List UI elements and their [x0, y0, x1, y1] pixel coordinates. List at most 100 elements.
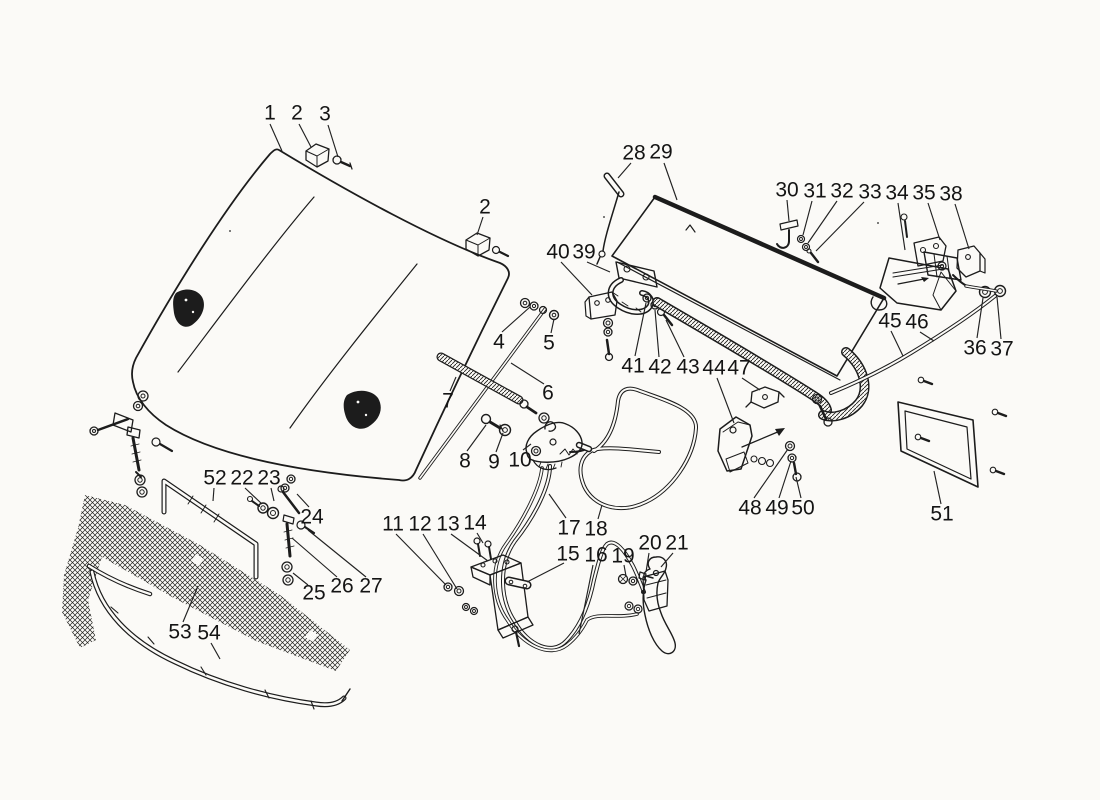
engine-lid-group	[584, 176, 1008, 488]
part-label-13: 13	[436, 513, 459, 536]
cable-route-arrow	[741, 428, 785, 448]
part-label-15: 15	[556, 543, 579, 566]
hinge-bracket-40	[584, 291, 618, 320]
leader-line-49	[778, 460, 792, 499]
leader-line-8	[466, 424, 487, 452]
bracket-bolts-14	[473, 537, 492, 560]
release-handle-21	[642, 556, 676, 655]
leader-line-51	[933, 470, 942, 505]
hood-hinge-hardware-left	[89, 390, 174, 498]
leader-line-39	[586, 261, 611, 273]
leader-line-5	[550, 318, 555, 334]
leader-line-30	[786, 199, 790, 222]
hood-bracket-screw-3	[332, 155, 353, 170]
leader-line-6	[510, 362, 545, 385]
part-label-47: 47	[727, 357, 750, 380]
leader-line-9	[495, 432, 504, 453]
leader-line-12	[422, 533, 458, 590]
bumper-trim-strips	[89, 566, 351, 710]
latch-bracket-38	[956, 245, 986, 278]
part-label-10: 10	[508, 449, 531, 472]
part-label-6: 6	[542, 382, 554, 405]
part-label-50: 50	[791, 497, 814, 520]
hook-clip-30	[776, 219, 799, 249]
part-label-46: 46	[905, 311, 928, 334]
hood-vent-badge-left	[173, 289, 204, 327]
bracket-washers-11-12	[443, 582, 521, 648]
part-label-44: 44	[702, 357, 726, 380]
leader-line-23	[270, 487, 275, 502]
part-label-34: 34	[885, 182, 909, 205]
handle-mount-bracket-13	[470, 554, 534, 639]
leader-line-37	[996, 296, 1002, 340]
part-label-25: 25	[302, 582, 325, 605]
hood-panel	[131, 148, 510, 482]
leader-line-20	[645, 552, 650, 573]
hood-crease-left	[177, 196, 315, 373]
part-label-40: 40	[546, 241, 569, 264]
leader-line-7	[449, 376, 457, 392]
part-label-8: 8	[459, 450, 471, 473]
leader-line-40	[560, 261, 593, 296]
part-label-48: 48	[738, 497, 761, 520]
leader-line-26	[291, 537, 338, 578]
leader-line-19	[623, 564, 627, 577]
part-label-52: 52	[203, 467, 226, 490]
leader-line-28	[617, 162, 632, 179]
leader-line-34	[897, 202, 906, 251]
leader-line-45	[890, 330, 904, 357]
part-label-19: 19	[611, 545, 634, 568]
part-label-9: 9	[488, 451, 500, 474]
pivot-washer-9	[498, 423, 512, 437]
part-label-53: 53	[168, 621, 191, 644]
access-panel-51	[897, 401, 979, 488]
leader-line-29	[663, 162, 678, 201]
leader-line-33	[815, 201, 865, 252]
grille-mesh	[62, 495, 350, 671]
part-label-45: 45	[878, 310, 901, 333]
fasteners-48-49-50	[784, 393, 833, 482]
leader-line-18	[597, 504, 603, 520]
panel-screws	[914, 376, 1008, 476]
part-label-37: 37	[990, 338, 1013, 361]
leader-line-13	[450, 533, 489, 562]
leader-line-21	[660, 552, 674, 568]
leader-line-16	[578, 564, 594, 635]
leader-line-54	[210, 642, 221, 660]
part-label-27: 27	[359, 575, 382, 598]
cable-link-15	[509, 580, 527, 588]
part-label-4: 4	[493, 331, 505, 354]
hood-vent-badge-right	[343, 390, 381, 429]
leader-line-11	[395, 533, 447, 586]
hood-bumper-bracket-top	[305, 143, 330, 168]
part-label-14: 14	[463, 512, 487, 535]
leader-line-44	[716, 377, 735, 424]
part-label-33: 33	[858, 181, 881, 204]
part-label-5: 5	[543, 332, 555, 355]
lid-prop-rod-28	[596, 176, 621, 265]
lid-hinge-39	[611, 261, 658, 312]
leader-line-14	[476, 532, 484, 544]
part-label-23: 23	[257, 467, 280, 490]
leader-line-48	[753, 448, 789, 499]
part-label-39: 39	[572, 241, 595, 264]
leader-line-36	[976, 297, 984, 339]
leader-line-25	[292, 572, 309, 586]
leader-line-32	[807, 200, 838, 244]
part-label-21: 21	[665, 532, 688, 555]
leader-line-1	[269, 123, 283, 152]
leader-line-3	[327, 124, 339, 158]
air-scoop-34	[879, 213, 957, 311]
part-label-3: 3	[319, 103, 331, 126]
part-label-54: 54	[197, 622, 221, 645]
part-label-18: 18	[584, 518, 607, 541]
support-bracket-47	[745, 386, 785, 409]
leader-line-50	[795, 476, 802, 499]
rod-end-nut	[548, 309, 560, 321]
part-label-2: 2	[291, 102, 303, 125]
leader-line-38	[954, 203, 970, 250]
rod-end-washers	[519, 297, 548, 315]
part-label-42: 42	[648, 356, 671, 379]
